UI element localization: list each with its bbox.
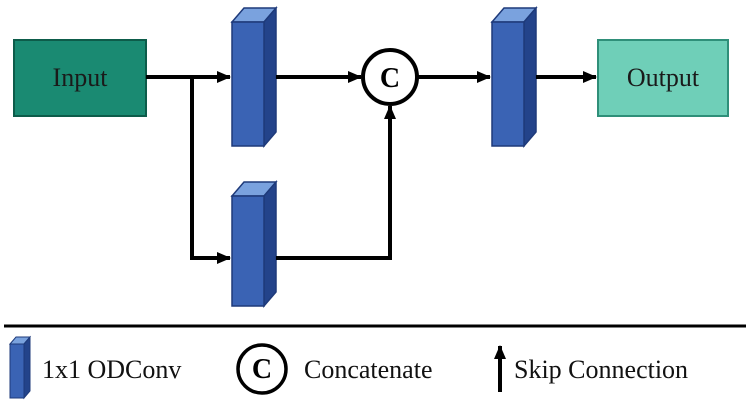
- output-label: Output: [627, 63, 700, 92]
- legend: 1x1 ODConv C Concatenate Skip Connection: [8, 335, 688, 400]
- output-node: Output: [597, 39, 729, 117]
- concat-circle: [361, 48, 419, 106]
- odconv-block-2-side: [263, 179, 277, 309]
- concat-node: C: [361, 48, 419, 106]
- odconv-block-2: [230, 179, 278, 309]
- legend-concat-symbol: C: [252, 354, 272, 385]
- odconv-block-1-front: [231, 21, 265, 147]
- input-box: [13, 39, 147, 117]
- input-label: Input: [53, 63, 109, 92]
- legend-skip-label: Skip Connection: [514, 355, 688, 384]
- arrow-block2-to-concat: [276, 105, 396, 260]
- input-node: Input: [13, 39, 147, 117]
- arrow-input-to-block2: [190, 77, 231, 264]
- legend-concat-icon: C: [236, 343, 288, 395]
- legend-concat-label: Concatenate: [304, 355, 433, 384]
- odconv-block-1: [230, 5, 278, 149]
- odconv-block-2-front: [231, 195, 265, 307]
- concat-symbol: C: [380, 63, 400, 94]
- odconv-block-3-front: [491, 21, 525, 147]
- odconv-block-3-side: [523, 5, 537, 149]
- odconv-block-3: [490, 5, 538, 149]
- legend-odconv-label: 1x1 ODConv: [42, 355, 181, 384]
- odconv-block-1-side: [263, 5, 277, 149]
- output-box: [597, 39, 729, 117]
- connectors: [146, 71, 597, 264]
- legend-odconv-icon: [8, 335, 32, 400]
